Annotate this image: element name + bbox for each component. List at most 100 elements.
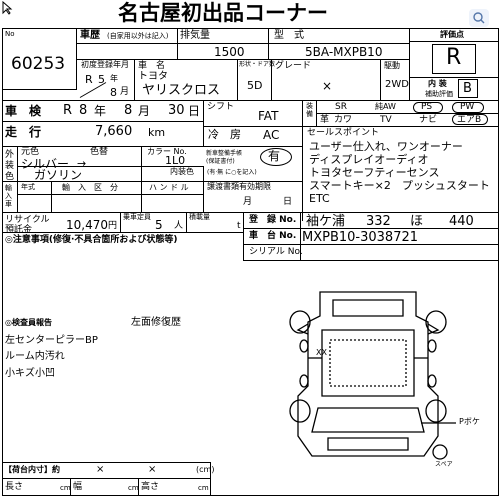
manual-label: 新車整備手帳(保証書付) [206,150,243,165]
equip-airbag: エアB [457,115,482,125]
shaken-year-unit: 年 [94,104,107,118]
equip-kawa: カワ [334,115,353,125]
mileage-unit: km [148,126,166,139]
equip-ps: PS [421,102,433,112]
plate-class: 332 [366,214,391,229]
recycle-value: 10,470 [66,218,108,232]
aircon-value: AC [263,128,280,142]
diagram-p-label: Pボケ [459,417,480,426]
color-label: 外装色 [5,150,15,182]
sales-point-3: トヨタセーフティーセンス [309,166,440,179]
color-original-label: 元色 [21,147,40,157]
model-type-label: 型 式 [274,30,304,41]
make-name: ヤリスクロス [142,83,221,98]
plate-kana: ほ [410,214,424,229]
first-reg-label: 初度登録年月 [81,60,129,69]
cargo-x2: × [148,464,157,475]
rating-score-box [432,44,476,74]
color-interior-label: 内装色 [170,167,194,176]
first-reg-era: R [85,73,93,86]
capacity-label: 乗車定員 [123,213,151,221]
cargo-height-label: 高さ [141,482,160,492]
color-arrow: → [77,157,87,170]
sheet-frame [2,28,499,496]
sales-point-4: スマートキー×2 プッシュスタート [309,179,490,192]
sales-point-1: ユーザー仕入れ、ワンオーナー [309,140,463,153]
cargo-height-unit: cm [198,484,209,492]
shaken-era: R [63,103,73,118]
manual-value: 有 [268,149,281,163]
inspector-label: ◎検査員報告 [5,318,52,327]
first-reg-year: 5 [98,73,105,86]
model-type-value: 5BA-MXPB10 [305,45,383,59]
load-label: 積載量 [189,213,210,221]
cursor-icon [0,0,14,15]
history-label: 車歴 [80,30,100,41]
shaken-label: 車 検 [5,104,42,118]
sales-point-5: ETC [309,192,330,205]
manual-note: (有·無 に○を記入) [207,169,257,176]
displacement-label: 排気量 [180,30,210,41]
inspector-line-2: ルーム内汚れ [5,351,65,362]
make-brand: トヨタ [138,71,168,82]
recycle-unit: 円 [108,221,118,231]
first-reg-month: 8 [110,86,117,99]
image-search-icon[interactable] [469,9,489,27]
load-unit: t [237,221,241,231]
diagram-xx-mark: XX [316,348,327,357]
import-category-label: 輸 入 区 分 [62,183,118,192]
registration-expiry-day: 日 [283,197,293,207]
shift-value: FAT [258,109,279,123]
cargo-label: 【荷台内寸】約 [4,465,60,474]
plate-region: 袖ケ浦 [306,214,346,229]
lot-box [2,28,77,90]
doors-value: 5D [247,79,263,92]
equip-tv: TV [380,115,392,125]
equip-alloy-wheels: 純AW [375,102,396,111]
first-reg-month-unit: 月 [120,87,130,97]
fuel-value: ガソリン [34,168,83,182]
aircon-label: 冷 房 [208,128,241,141]
inspector-line-1: 左センターピラーBP [5,335,98,346]
first-reg-year-unit: 年 [110,74,118,83]
shaken-day: 30 [168,103,185,118]
sales-points-label: セールスポイント [307,128,380,138]
mileage-label: 走 行 [5,125,42,139]
inspector-line-3: 小キズ小凹 [5,368,55,379]
registration-expiry-label: 譲渡書類有効期限 [207,182,271,191]
capacity-unit: 人 [174,221,184,231]
manual-circle [260,148,292,166]
rating-score: R [446,45,462,70]
grade-value: × [322,79,333,93]
doors-label: 形状・ドア数 [239,61,276,68]
interior-rating-label: 内 装 [428,79,447,88]
notes-header: ◎注意事項(修復·不具合箇所および状態等) [5,235,178,245]
car-damage-diagram [278,286,458,466]
interior-rating: B [463,81,472,96]
import-label: 輸入車 [5,184,12,208]
cargo-x1: × [96,464,105,475]
drive-label: 駆動 [384,61,400,70]
drive-value: 2WD [385,79,409,90]
shaken-month: 8 [124,103,133,118]
equip-pw: PW [460,102,475,112]
recycle-label: リサイクル預託金 [5,215,50,235]
lot-number: 60253 [11,54,66,74]
equip-sr: SR [335,102,347,112]
import-handle-label: ハ ン ド ル [149,183,189,192]
cargo-width-unit: cm [128,484,139,492]
equip-ps-circle [413,102,443,113]
capacity-value: 5 [155,218,163,232]
cargo-length-label: 長さ [5,482,24,492]
sales-point-2: ディスプレイオーディオ [309,153,429,166]
inspector-repair: 左面修復歴 [131,317,181,328]
plate-label: 登 録 No. [249,215,297,225]
rating-label: 評価点 [440,30,464,39]
history-note: (自家用以外は記入) [107,32,169,40]
plate-number: 440 [449,214,474,229]
grade-label: グレード [275,61,312,71]
shaken-day-unit: 日 [188,104,201,118]
equip-airbag-circle [452,114,488,125]
cargo-width-label: 幅 [73,482,83,492]
color-original: シルバー [21,157,70,171]
